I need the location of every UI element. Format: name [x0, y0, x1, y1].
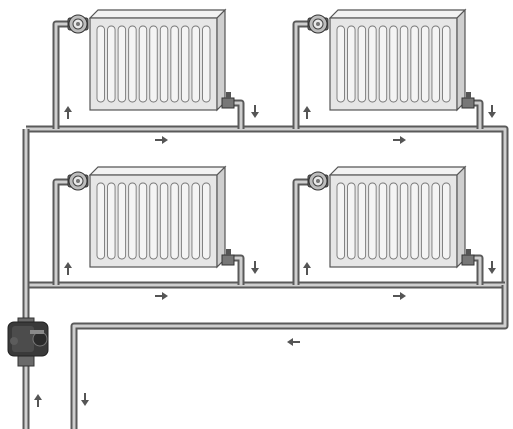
- radiator-fin: [357, 25, 367, 103]
- radiator-fin: [96, 182, 105, 260]
- radiator-fin: [180, 182, 190, 260]
- thermostatic-valve: [307, 14, 329, 34]
- flow-arrows: [34, 105, 496, 407]
- radiator-fin: [159, 182, 169, 260]
- radiator-fin: [107, 182, 116, 260]
- radiator-fin: [347, 182, 356, 260]
- radiator-fin: [138, 25, 148, 103]
- flow-arrow-left: [287, 338, 300, 346]
- radiator-fin: [149, 182, 158, 260]
- flow-arrow-down: [251, 261, 259, 274]
- radiator-fin: [442, 25, 451, 103]
- radiator-fin: [431, 25, 440, 103]
- radiator-fin: [420, 25, 430, 103]
- radiator-fin: [368, 25, 377, 103]
- radiator-fin: [347, 25, 356, 103]
- radiator-fin: [191, 25, 200, 103]
- radiator-fin: [410, 182, 419, 260]
- thermostatic-valve: [67, 171, 89, 191]
- radiator-fin: [431, 182, 440, 260]
- radiator-top-right: [307, 8, 475, 112]
- radiator-fin: [399, 25, 409, 103]
- radiator-fin: [336, 182, 345, 260]
- lockshield-valve: [461, 249, 475, 266]
- flow-arrow-up: [64, 262, 72, 275]
- lockshield-valve: [221, 92, 235, 109]
- flow-arrow-down: [81, 393, 89, 406]
- pipe-network: [22, 20, 509, 429]
- thermostatic-valve: [307, 171, 329, 191]
- radiator-fin: [442, 182, 451, 260]
- radiator-fin: [378, 25, 388, 103]
- radiator-fin: [180, 25, 190, 103]
- radiator-fin: [96, 25, 105, 103]
- radiator-fin: [389, 25, 398, 103]
- radiator-fin: [117, 182, 127, 260]
- flow-arrow-right: [155, 292, 168, 300]
- radiator-fin: [336, 25, 345, 103]
- flow-arrow-down: [488, 105, 496, 118]
- radiator-fin: [117, 25, 127, 103]
- radiator-fin: [170, 182, 179, 260]
- radiator-fin: [202, 25, 211, 103]
- radiator-fin: [138, 182, 148, 260]
- flow-arrow-up: [303, 106, 311, 119]
- radiators: [67, 8, 475, 269]
- flow-arrow-right: [393, 292, 406, 300]
- radiator-fin: [420, 182, 430, 260]
- radiator-fin: [128, 182, 137, 260]
- flow-arrow-right: [155, 136, 168, 144]
- radiator-fin: [191, 182, 200, 260]
- lockshield-valve: [221, 249, 235, 266]
- radiator-fin: [389, 182, 398, 260]
- radiator-fin: [378, 182, 388, 260]
- radiator-fin: [368, 182, 377, 260]
- circulation-pump: [7, 317, 49, 367]
- flow-arrow-right: [393, 136, 406, 144]
- radiator-fin: [149, 25, 158, 103]
- radiator-fin: [170, 25, 179, 103]
- radiator-fin: [202, 182, 211, 260]
- radiator-fin: [107, 25, 116, 103]
- radiator-fin: [357, 182, 367, 260]
- radiator-top-left: [67, 8, 235, 112]
- thermostatic-valve: [67, 14, 89, 34]
- radiator-bottom-left: [67, 165, 235, 269]
- radiator-fin: [410, 25, 419, 103]
- flow-arrow-up: [64, 106, 72, 119]
- flow-arrow-down: [488, 261, 496, 274]
- radiator-bottom-right: [307, 165, 475, 269]
- radiator-fin: [159, 25, 169, 103]
- flow-arrow-down: [251, 105, 259, 118]
- radiator-fin: [128, 25, 137, 103]
- flow-arrow-up: [34, 394, 42, 407]
- flow-arrow-up: [303, 262, 311, 275]
- lockshield-valve: [461, 92, 475, 109]
- radiator-fin: [399, 182, 409, 260]
